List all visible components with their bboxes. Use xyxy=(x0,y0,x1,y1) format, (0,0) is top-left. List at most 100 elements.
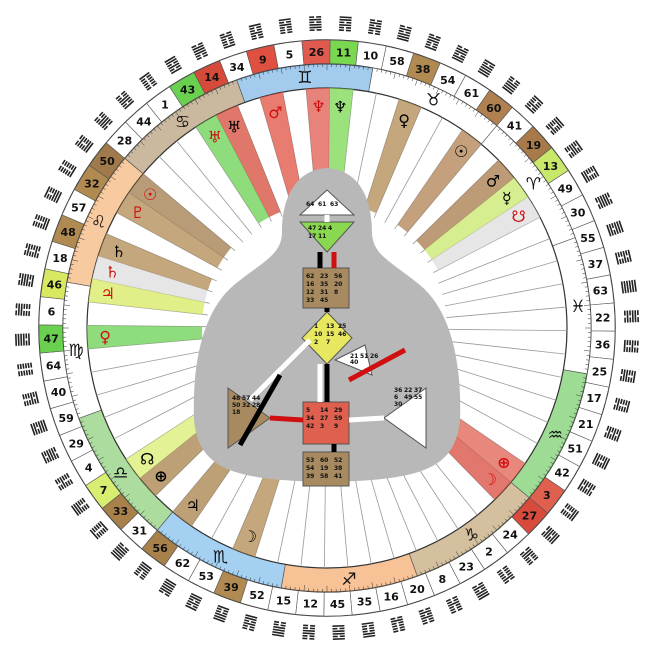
zodiac-glyph-scorpio: ♏ xyxy=(213,547,228,567)
hexagram-icon xyxy=(591,452,611,470)
gate-label: 21 xyxy=(350,353,358,360)
planet-spoke xyxy=(88,278,205,315)
gate-label: 55 xyxy=(414,394,422,401)
gate-number: 24 xyxy=(502,529,518,542)
hexagram-icon xyxy=(501,75,521,95)
gate-number: 57 xyxy=(71,201,86,214)
hexagram-icon xyxy=(22,391,40,407)
gate-number: 30 xyxy=(570,207,586,220)
planet-glyph: ☊ xyxy=(140,449,154,468)
gate-label: 20 xyxy=(334,281,342,288)
gate-label: 38 xyxy=(334,465,342,472)
gate-number: 56 xyxy=(153,542,169,555)
channel xyxy=(348,415,385,423)
hexagram-icon xyxy=(560,502,580,522)
hexagram-icon xyxy=(158,578,177,597)
zodiac-ring: ♉♈♓♒♑♐♏♎♍♌♋♊ xyxy=(62,63,592,593)
hexagram-icon xyxy=(30,419,48,436)
gate-number: 59 xyxy=(58,412,73,425)
hexagram-icon xyxy=(32,214,51,231)
planet-glyph: ♀ xyxy=(398,111,410,130)
gate-number: 41 xyxy=(507,120,522,133)
gate-label: 63 xyxy=(330,201,338,208)
planet-glyph: ♄ xyxy=(112,242,126,261)
planet-spoke xyxy=(397,129,482,233)
gate-label: 2 xyxy=(314,339,318,346)
hexagram-icon xyxy=(17,272,35,288)
planet-glyph: ☋ xyxy=(512,207,526,226)
planet-spoke xyxy=(424,177,528,260)
gate-label: 15 xyxy=(326,331,334,338)
zodiac-glyph-capricorn: ♑ xyxy=(464,525,479,545)
planet-glyph: ♃ xyxy=(101,284,115,303)
gate-label: 23 xyxy=(320,273,328,280)
hexagram-icon xyxy=(164,55,183,75)
spoke-line xyxy=(446,328,567,332)
hexagram-icon xyxy=(613,397,631,413)
zodiac-glyph-cancer: ♋ xyxy=(175,113,190,133)
planet-glyph: ☽ xyxy=(243,527,257,546)
gate-number: 53 xyxy=(199,570,214,583)
planet-glyph: ⊕ xyxy=(154,466,167,485)
gate-label: 47 xyxy=(308,225,316,232)
gate-label: 48 xyxy=(232,395,240,402)
gate-number: 44 xyxy=(136,115,152,128)
gate-label: 4 xyxy=(328,225,332,232)
gate-label: 33 xyxy=(306,297,314,304)
gate-label: 64 xyxy=(306,201,314,208)
hexagram-icon xyxy=(623,339,639,353)
gate-number: 34 xyxy=(229,61,245,74)
root-center xyxy=(302,451,350,487)
zodiac-glyph-aries: ♈ xyxy=(526,174,541,194)
zodiac-glyph-aquarius: ♒ xyxy=(548,425,563,445)
gate-number: 47 xyxy=(44,333,59,346)
zodiac-glyph-libra: ♎ xyxy=(113,464,128,484)
spoke-line xyxy=(442,260,558,295)
planet-spoke xyxy=(116,192,224,268)
gate-number-ring: 4119134930553763223625172151423272422382… xyxy=(38,39,616,617)
gate-number: 37 xyxy=(588,258,603,271)
zodiac-glyph-sagittarius: ♐ xyxy=(341,570,356,590)
spoke-line xyxy=(446,340,566,355)
gate-label: 60 xyxy=(320,457,328,464)
hexagram-icon xyxy=(94,111,113,131)
hexagram-icon xyxy=(541,525,560,545)
hexagram-icon xyxy=(424,33,441,52)
gate-number: 21 xyxy=(578,418,593,431)
gate-number: 29 xyxy=(69,437,84,450)
gate-label: 27 xyxy=(320,415,328,422)
gate-number: 8 xyxy=(438,573,446,586)
gate-label: 31 xyxy=(320,289,328,296)
hexagram-icon xyxy=(338,16,352,32)
planet-spoke xyxy=(92,255,208,303)
gate-number: 5 xyxy=(286,49,294,62)
gate-label: 53 xyxy=(306,457,314,464)
planet-glyph: ♅ xyxy=(208,127,222,146)
spoke-line xyxy=(384,117,443,223)
gate-label: 35 xyxy=(320,281,328,288)
planet-spoke xyxy=(98,233,213,291)
gate-label: 30 xyxy=(394,401,402,408)
hexagram-icon xyxy=(614,249,632,265)
gate-number: 13 xyxy=(543,160,558,173)
gate-label: 52 xyxy=(334,457,342,464)
hexagram-icon xyxy=(361,621,376,638)
gate-label: 8 xyxy=(334,289,338,296)
channel xyxy=(237,373,283,447)
hexagram-icon xyxy=(524,95,544,114)
hexagram-icon xyxy=(115,90,135,110)
planet-glyph: ♆ xyxy=(311,97,325,116)
gate-label: 44 xyxy=(252,395,260,402)
hexagram-icon xyxy=(390,615,406,633)
gate-number: 9 xyxy=(259,54,267,67)
gate-label: 22 xyxy=(404,387,412,394)
planet-spoke xyxy=(87,325,203,349)
gate-label: 14 xyxy=(320,407,328,414)
gate-label: 11 xyxy=(318,233,326,240)
hexagram-icon xyxy=(451,44,469,64)
hexagram-icon xyxy=(58,159,77,178)
gate-number: 22 xyxy=(595,311,610,324)
gate-label: 37 xyxy=(414,387,422,394)
gate-label: 57 xyxy=(242,395,250,402)
